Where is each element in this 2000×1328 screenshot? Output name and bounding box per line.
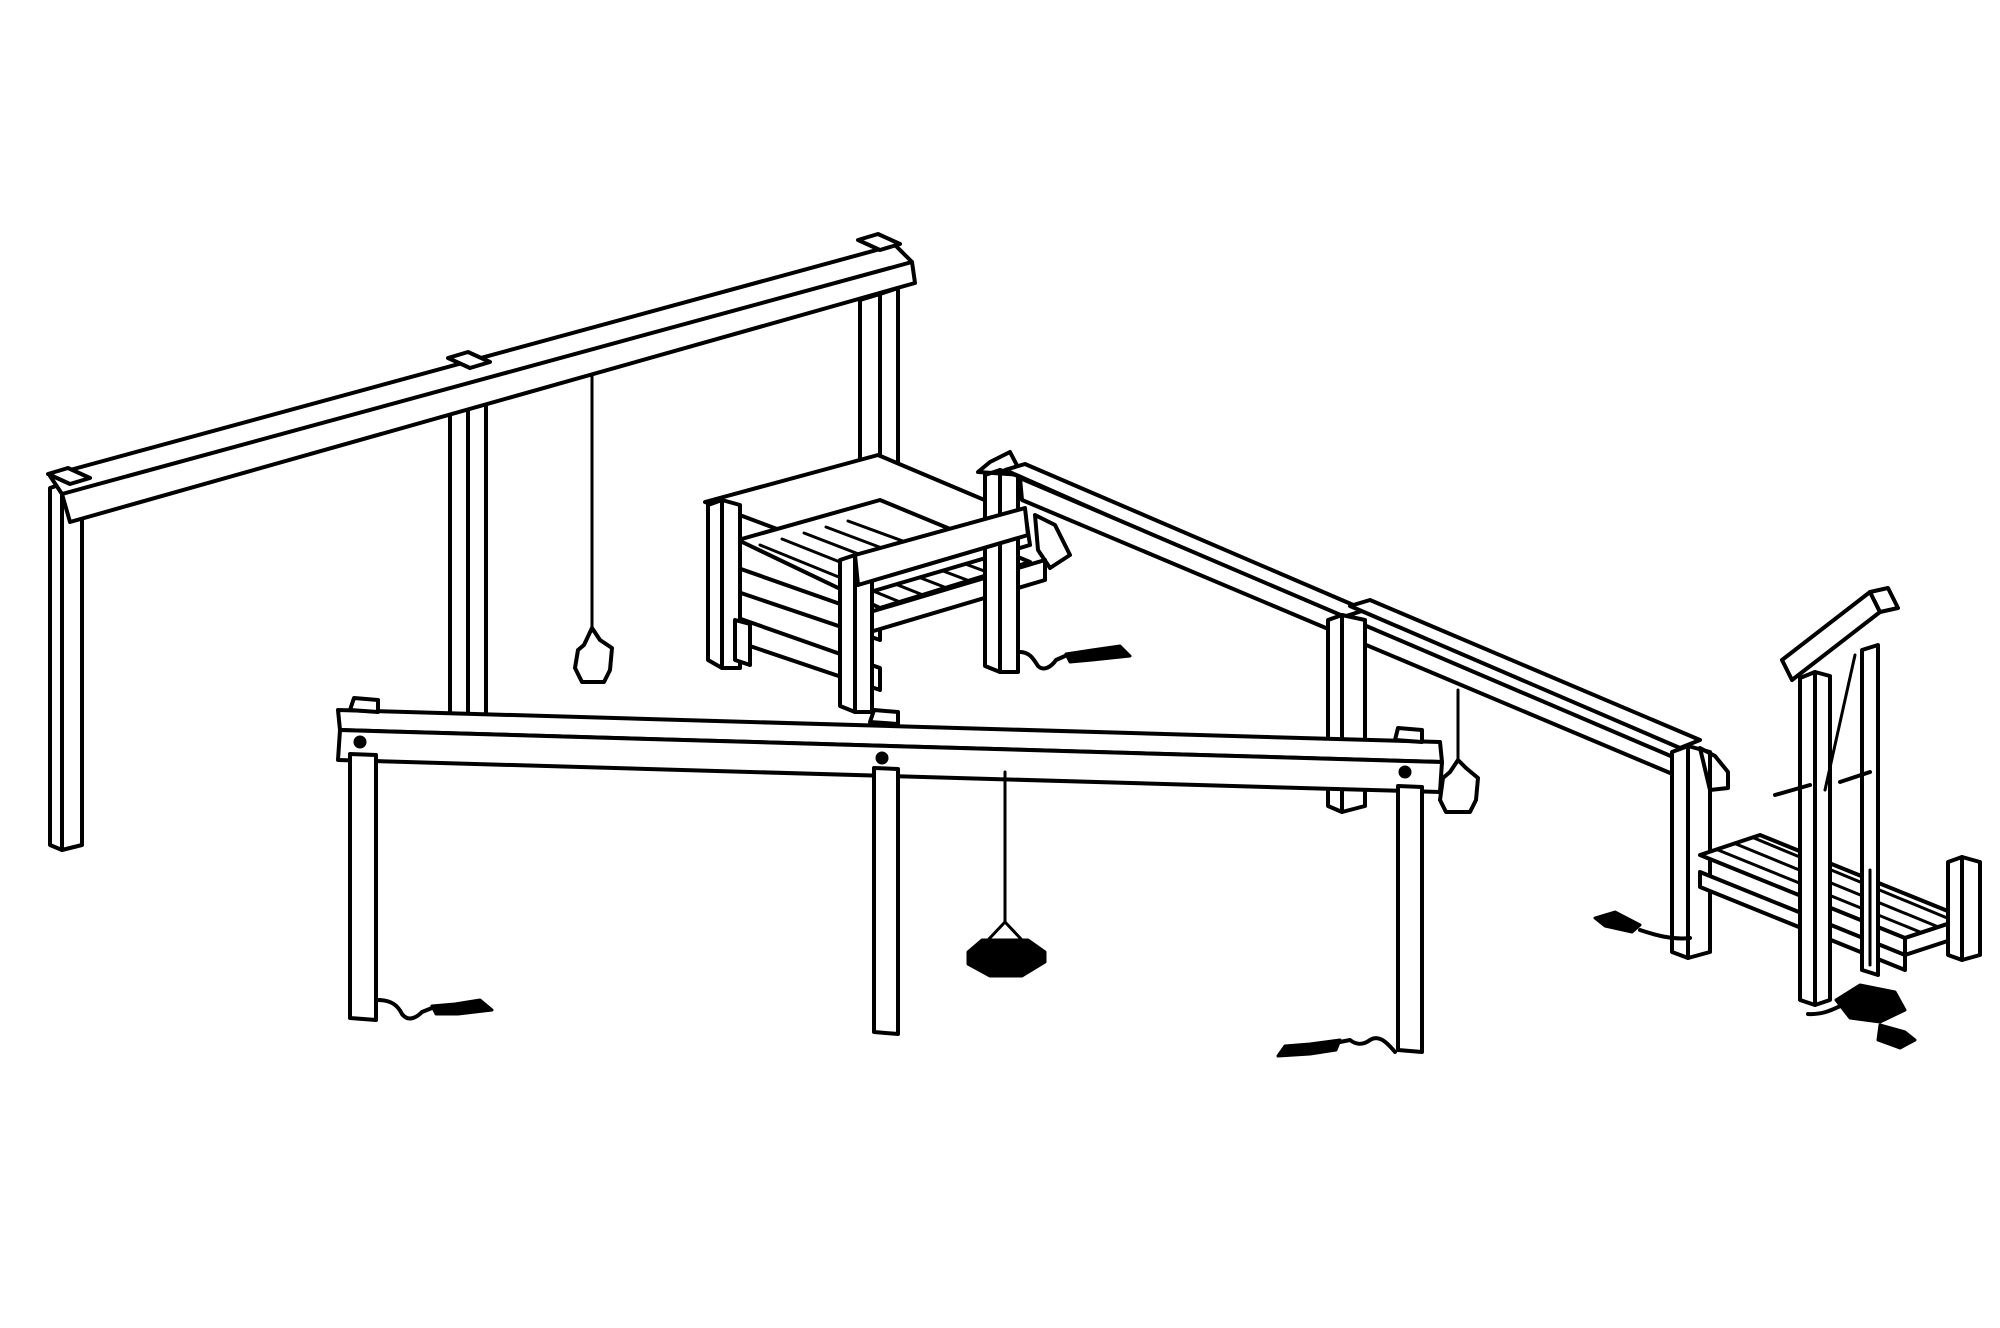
front-swing-frame: [336, 696, 1444, 1058]
ladder-rung: [1773, 783, 1812, 797]
front-frame-right-bracket: [1393, 726, 1424, 744]
left-frame-middle-post-front: [466, 358, 488, 717]
center-platform-roof-cap: [976, 450, 1024, 477]
front-frame-left-bracket: [348, 696, 380, 714]
right-frame-end-post: [1670, 744, 1690, 960]
center-platform-chute: [1033, 513, 1072, 570]
front-frame-bolt: [1398, 765, 1412, 779]
tower-swing-seat: [1834, 983, 1907, 1024]
front-left-ground-anchor: [430, 998, 494, 1016]
front-left-anchor-chain: [376, 998, 434, 1021]
front-frame-bolt: [353, 735, 367, 749]
left-frame-end-post-front: [60, 476, 84, 852]
front-disc-swing-chain: [1003, 920, 1024, 942]
right-tower-post: [1798, 670, 1817, 1007]
front-frame-mid-post: [872, 766, 900, 1036]
right-anchor-chain: [1638, 928, 1692, 941]
left-frame-beam-front: [60, 260, 917, 524]
front-disc-swing-chain: [986, 920, 1007, 942]
center-platform-post: [706, 498, 724, 670]
front-frame-bolt: [875, 751, 889, 765]
center-platform-right-post: [983, 468, 1002, 674]
front-frame-right-post: [1396, 784, 1424, 1054]
center-platform-post-foot: [733, 618, 752, 667]
center-deck-slat: [758, 543, 907, 606]
right-deck-slat: [1734, 842, 1938, 928]
right-frame-beam-top-far: [1348, 598, 1702, 750]
center-ground-anchor: [1064, 644, 1132, 664]
left-frame-middle-post-side: [448, 364, 470, 717]
front-frame-left-post: [348, 752, 378, 1022]
left-ring-handle: [573, 626, 614, 684]
tower-anchor-chain: [1806, 1002, 1847, 1017]
center-anchor-chain: [1018, 650, 1067, 671]
right-ground-anchor: [1593, 910, 1642, 934]
right-frame-end-bracket: [1698, 746, 1730, 792]
ladder-rung: [1838, 770, 1872, 784]
right-tower-top-cap: [1868, 586, 1900, 614]
right-frame-beam-top: [1003, 462, 1367, 620]
right-deck-slat: [1752, 836, 1954, 922]
center-platform-front-top-rail: [853, 506, 1030, 587]
front-frame-mid-bracket: [868, 708, 900, 726]
front-right-ground-anchor: [1276, 1038, 1342, 1058]
center-platform: [703, 450, 1132, 714]
tower-swing-seat-lower: [1876, 1023, 1917, 1050]
right-tower-brace: [1823, 653, 1857, 792]
left-frame-end-bracket: [46, 466, 92, 486]
front-right-anchor-chain: [1338, 1036, 1397, 1054]
right-tower-post: [1813, 670, 1832, 1007]
right-tower-back-post: [1860, 643, 1880, 977]
right-platform: [1593, 586, 1982, 1050]
right-platform-corner-post: [1946, 855, 1964, 962]
center-platform-right-post: [998, 468, 1020, 674]
left-frame-right-bracket: [856, 232, 902, 252]
right-platform-corner-post: [1960, 855, 1982, 962]
right-ring-handle: [1438, 758, 1480, 814]
front-disc-swing-seat: [966, 938, 1047, 978]
center-platform-front-post: [838, 553, 857, 714]
left-swing-frame: [46, 232, 917, 852]
right-swing-frame: [1003, 462, 1730, 960]
front-frame-beam-front: [336, 728, 1444, 794]
left-frame-middle-bracket: [446, 350, 492, 370]
